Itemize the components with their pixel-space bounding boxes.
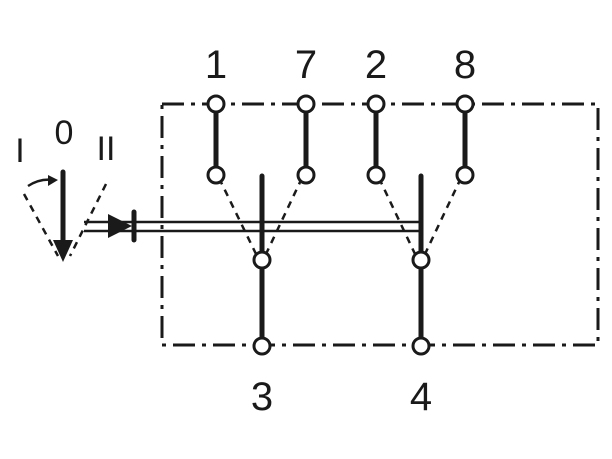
switch-path-1-3 — [217, 177, 258, 255]
terminal-1-pin — [206, 94, 226, 114]
terminal-4-pin — [411, 336, 431, 356]
terminal-label-2: 2 — [365, 43, 387, 87]
switch-housing-outline — [160, 102, 600, 347]
terminal-label-1: 1 — [205, 43, 227, 87]
terminal-label-8: 8 — [454, 43, 476, 87]
common-3-node — [252, 250, 272, 270]
terminal-7-pin — [296, 94, 316, 114]
contact-2-node — [366, 165, 386, 185]
terminal-label-7: 7 — [295, 43, 317, 87]
terminal-8-pin — [455, 94, 475, 114]
contact-7-node — [296, 165, 316, 185]
terminal-label-3: 3 — [251, 375, 273, 419]
lever-range-right — [68, 183, 108, 257]
terminal-label-4: 4 — [410, 375, 432, 419]
lever-swing-arrow-icon — [48, 175, 58, 186]
actuator-arrow-icon — [108, 214, 132, 238]
position-label-one: I — [15, 132, 24, 170]
terminal-2-pin — [366, 94, 386, 114]
contact-8-node — [455, 165, 475, 185]
lever-range-left — [22, 193, 60, 257]
position-label-zero: 0 — [55, 114, 74, 152]
contact-1-node — [206, 165, 226, 185]
switch-path-2-4 — [377, 177, 417, 255]
terminal-3-pin — [252, 336, 272, 356]
common-4-node — [411, 250, 431, 270]
switch-path-7-3 — [264, 177, 304, 255]
lever-arrowhead-icon — [53, 240, 73, 262]
switch-path-8-4 — [423, 177, 463, 255]
position-label-two: II — [97, 130, 116, 168]
